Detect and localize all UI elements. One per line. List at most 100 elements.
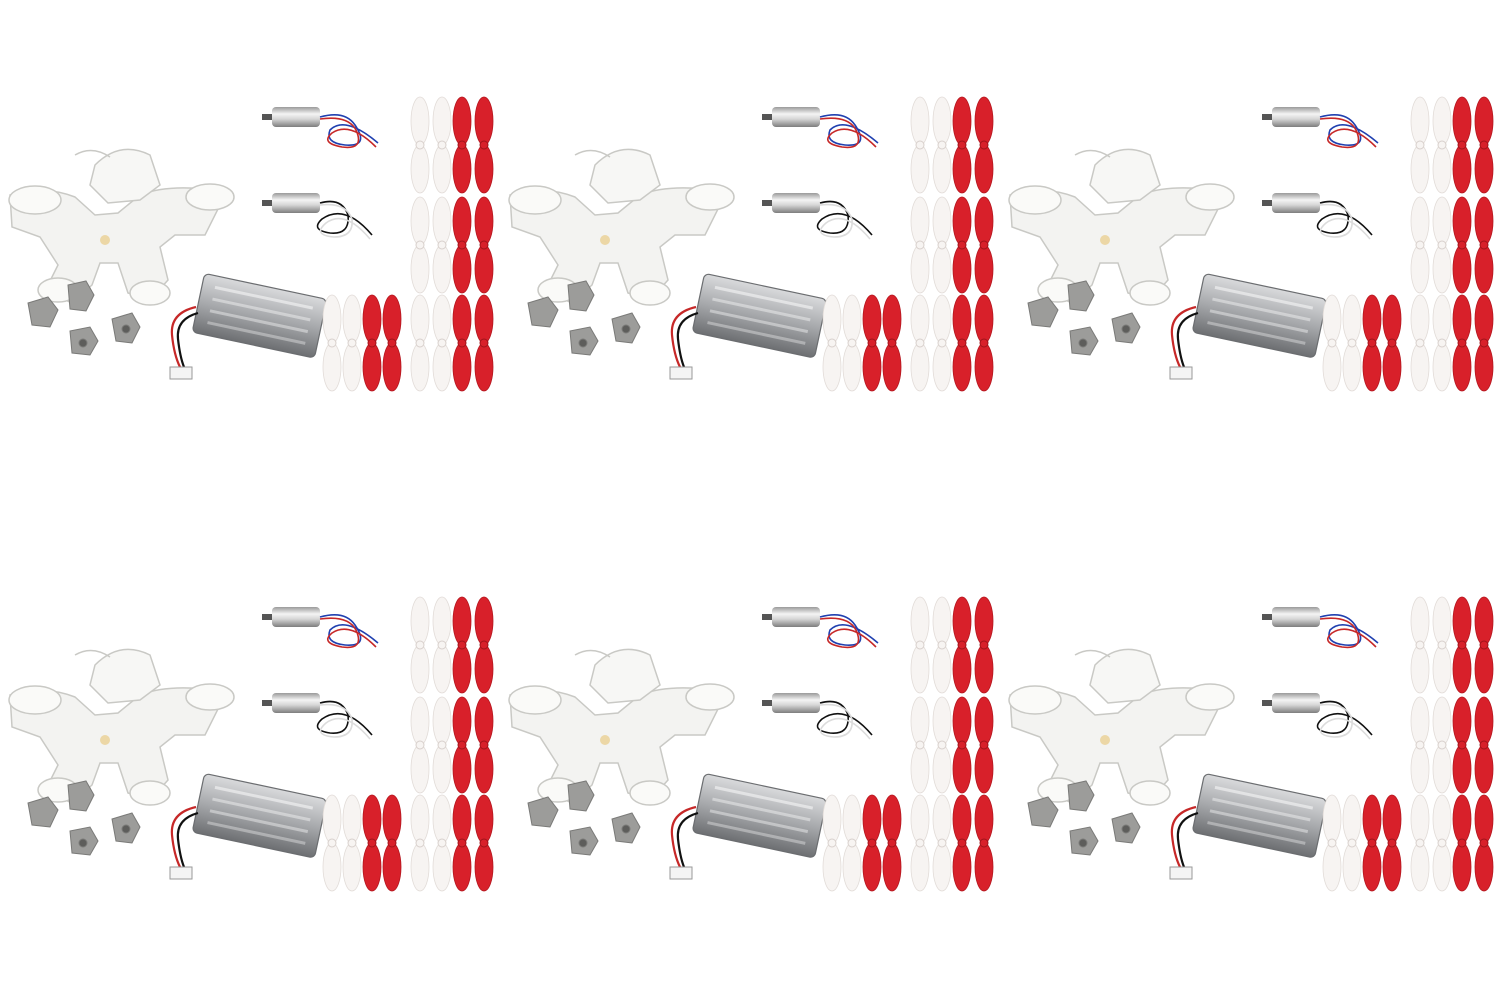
propeller <box>474 696 494 794</box>
spare-parts-kit-4 <box>0 585 500 915</box>
spare-parts-kit-3 <box>1000 85 1500 415</box>
motor <box>762 107 879 149</box>
propeller <box>1452 596 1472 694</box>
propeller <box>932 696 952 794</box>
propeller <box>1432 794 1452 892</box>
propeller <box>1322 794 1342 892</box>
propeller <box>1432 96 1452 194</box>
kit-illustration <box>508 596 994 892</box>
propeller <box>432 794 452 892</box>
propeller <box>1322 294 1342 392</box>
propeller <box>432 696 452 794</box>
motor <box>262 607 379 649</box>
propeller <box>1452 196 1472 294</box>
propeller <box>1382 294 1402 392</box>
propeller <box>474 96 494 194</box>
propeller <box>1382 794 1402 892</box>
propeller <box>410 96 430 194</box>
propeller <box>1474 696 1494 794</box>
propeller <box>862 794 882 892</box>
propeller <box>952 294 972 392</box>
propeller <box>410 696 430 794</box>
spare-parts-kit-6 <box>1000 585 1500 915</box>
propeller <box>932 794 952 892</box>
motor <box>262 193 373 240</box>
motor <box>262 107 379 149</box>
propeller <box>974 96 994 194</box>
motor <box>1262 607 1379 649</box>
propeller <box>910 794 930 892</box>
propeller <box>410 596 430 694</box>
propeller <box>432 196 452 294</box>
propeller <box>1362 794 1382 892</box>
propeller <box>952 794 972 892</box>
propeller <box>822 794 842 892</box>
kit-illustration <box>1008 596 1494 892</box>
propeller <box>1474 294 1494 392</box>
kit-illustration <box>8 96 494 392</box>
propeller <box>1474 96 1494 194</box>
propeller <box>1432 696 1452 794</box>
propeller <box>322 794 342 892</box>
propeller <box>342 294 362 392</box>
propeller <box>452 596 472 694</box>
propeller <box>1474 196 1494 294</box>
frame-body <box>1008 148 1235 306</box>
propeller <box>1452 696 1472 794</box>
spare-parts-kit-1 <box>0 85 500 415</box>
propeller <box>952 696 972 794</box>
propellers <box>1322 596 1494 892</box>
propellers <box>1322 96 1494 392</box>
rubber-feet <box>27 280 141 356</box>
propeller <box>1410 696 1430 794</box>
motor <box>762 693 873 740</box>
propeller <box>842 294 862 392</box>
rubber-feet <box>1027 780 1141 856</box>
propellers <box>322 96 494 392</box>
propeller <box>910 196 930 294</box>
spare-parts-kit-5 <box>500 585 1000 915</box>
propeller <box>1410 794 1430 892</box>
propeller <box>952 596 972 694</box>
propeller <box>452 294 472 392</box>
propeller <box>342 794 362 892</box>
kit-illustration <box>8 596 494 892</box>
propeller <box>1452 96 1472 194</box>
propeller <box>382 294 402 392</box>
rubber-feet <box>527 780 641 856</box>
propellers <box>822 596 994 892</box>
lipo-battery <box>1169 273 1327 380</box>
propeller <box>910 596 930 694</box>
propeller <box>822 294 842 392</box>
propeller <box>452 196 472 294</box>
propeller <box>974 596 994 694</box>
propeller <box>474 794 494 892</box>
rubber-feet <box>527 280 641 356</box>
motor <box>762 607 879 649</box>
propeller <box>322 294 342 392</box>
propeller <box>1410 596 1430 694</box>
propeller <box>362 294 382 392</box>
propeller <box>974 794 994 892</box>
propeller <box>410 294 430 392</box>
rubber-feet <box>27 780 141 856</box>
propeller <box>910 696 930 794</box>
motor <box>1262 193 1373 240</box>
propeller <box>410 794 430 892</box>
propeller <box>474 596 494 694</box>
propeller <box>432 96 452 194</box>
propeller <box>932 196 952 294</box>
frame-body <box>8 148 235 306</box>
propeller <box>432 294 452 392</box>
propeller <box>1474 596 1494 694</box>
propeller <box>1432 294 1452 392</box>
propeller <box>1474 794 1494 892</box>
motor <box>762 193 873 240</box>
propeller <box>974 196 994 294</box>
propeller <box>910 96 930 194</box>
spare-parts-kit-2 <box>500 85 1000 415</box>
propeller <box>862 294 882 392</box>
frame-body <box>508 148 735 306</box>
kit-illustration <box>508 96 994 392</box>
